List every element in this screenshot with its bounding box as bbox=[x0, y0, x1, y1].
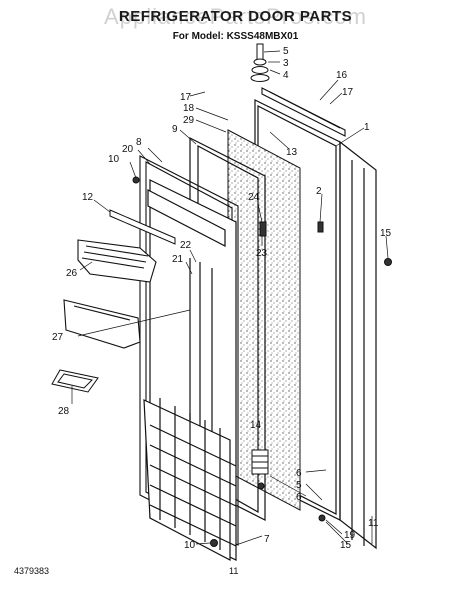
callout-26: 26 bbox=[66, 268, 78, 279]
callout-6-lower: 6 bbox=[296, 492, 302, 503]
callout-5-lower: 5 bbox=[296, 480, 302, 491]
model-subtitle: For Model: KSSS48MBX01 bbox=[172, 31, 299, 42]
callout-19: 19 bbox=[344, 530, 356, 541]
page-number: 11 bbox=[229, 566, 239, 576]
callout-23: 23 bbox=[256, 248, 268, 259]
callout-1: 1 bbox=[364, 122, 370, 133]
inner-door-liner bbox=[143, 179, 237, 561]
callout-15-right: 15 bbox=[380, 228, 392, 239]
watermark: AppliancePartsPros.com bbox=[104, 4, 367, 29]
callout-17-left: 17 bbox=[180, 92, 192, 103]
callout-27: 27 bbox=[52, 332, 64, 343]
callout-21: 21 bbox=[172, 254, 184, 265]
callout-24: 24 bbox=[248, 192, 260, 203]
callout-11: 11 bbox=[368, 518, 379, 529]
callout-7: 7 bbox=[264, 534, 270, 545]
callout-18: 18 bbox=[183, 103, 195, 114]
callout-10-bottom: 10 bbox=[184, 540, 196, 551]
callout-9: 9 bbox=[172, 124, 178, 135]
page-title: REFRIGERATOR DOOR PARTS bbox=[118, 8, 353, 25]
door-bin bbox=[63, 299, 141, 349]
callout-16: 16 bbox=[336, 70, 348, 81]
egg-tray bbox=[51, 369, 99, 393]
callout-29: 29 bbox=[183, 115, 195, 126]
callout-12: 12 bbox=[82, 192, 94, 203]
callout-10-top: 10 bbox=[108, 154, 120, 165]
shelf-rail bbox=[109, 209, 176, 245]
callout-17-right: 17 bbox=[342, 87, 354, 98]
callout-20: 20 bbox=[122, 144, 134, 155]
dairy-bin bbox=[77, 239, 157, 283]
callout-15-bottom: 15 bbox=[340, 540, 352, 551]
callout-labels: 5 3 4 16 17 17 18 29 9 1 13 8 20 10 2 12… bbox=[52, 46, 392, 551]
callout-8: 8 bbox=[136, 137, 142, 148]
callout-13: 13 bbox=[286, 147, 298, 158]
screw-parts bbox=[132, 176, 392, 547]
callout-3: 3 bbox=[283, 58, 289, 69]
hinge-hardware-stack bbox=[250, 43, 270, 82]
callout-2: 2 bbox=[316, 186, 322, 197]
document-number: 4379383 bbox=[14, 566, 50, 576]
callout-4: 4 bbox=[283, 70, 289, 81]
callout-14: 14 bbox=[250, 420, 262, 431]
top-hinge-bracket bbox=[261, 87, 346, 137]
callout-28: 28 bbox=[58, 406, 70, 417]
callout-6-upper: 6 bbox=[296, 468, 302, 479]
callout-22: 22 bbox=[180, 240, 192, 251]
callout-5-top: 5 bbox=[283, 46, 289, 57]
leader-lines bbox=[71, 50, 389, 546]
